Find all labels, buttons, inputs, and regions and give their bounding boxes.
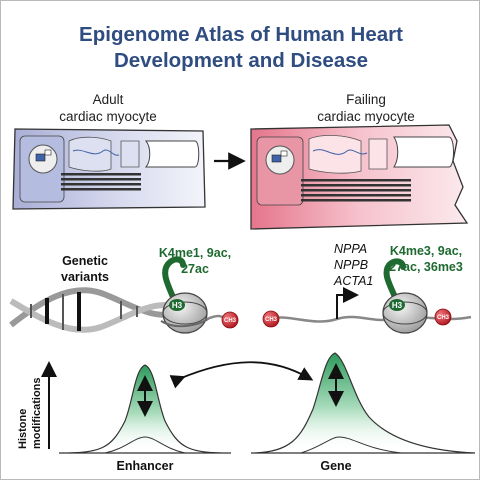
genetic-variants-label-2: variants <box>61 270 109 284</box>
gene-nppa: NPPA <box>334 242 367 256</box>
y-axis-label-2: modifications <box>31 377 43 449</box>
enhancer-peak <box>58 364 232 454</box>
gene-peak <box>250 352 476 454</box>
gene-marks-line-2: 27ac, 36me3 <box>389 260 463 274</box>
dna-helix-illustration <box>9 287 182 333</box>
histone-tail-icon <box>162 256 186 300</box>
enhancer-label: Enhancer <box>117 459 174 473</box>
adult-myocyte-illustration <box>12 128 206 210</box>
gene-methyl-right-icon <box>434 308 452 326</box>
failing-myocyte-illustration <box>250 124 469 230</box>
y-axis-label-1: Histone <box>17 409 29 449</box>
title-line-1: Epigenome Atlas of Human Heart <box>79 23 403 46</box>
failing-cell-caption-2: cardiac myocyte <box>317 109 415 124</box>
enhancer-marks-line-1: K4me1, 9ac, <box>159 246 231 260</box>
enhancer-h3-label: H3 <box>172 301 183 310</box>
gene-label: Gene <box>320 459 351 473</box>
gene-h3-label: H3 <box>392 301 403 310</box>
gene-marks-line-1: K4me3, 9ac, <box>390 244 462 258</box>
interaction-arrow <box>169 361 314 389</box>
gene-chromatin-illustration: CH3 H3 CH3 <box>262 258 472 334</box>
adult-cell-caption-2: cardiac myocyte <box>59 109 157 124</box>
gene-methyl-left-label: CH3 <box>265 317 278 323</box>
enhancer-nucleosome: H3 CH3 <box>160 256 239 334</box>
enhancer-methyl-label: CH3 <box>224 318 237 324</box>
gene-methyl-left-icon <box>262 310 280 328</box>
methyl-group-icon <box>221 311 239 329</box>
gene-histone-octamer-icon <box>382 292 428 334</box>
gene-nppb: NPPB <box>334 258 368 272</box>
failing-cell-caption-1: Failing <box>346 92 386 107</box>
gene-methyl-right-label: CH3 <box>437 315 450 321</box>
gene-acta1: ACTA1 <box>333 274 373 288</box>
gene-histone-tail-icon <box>383 258 406 300</box>
enhancer-marks-line-2: 27ac <box>181 262 209 276</box>
transcription-start-arrow <box>336 287 359 319</box>
title-line-2: Development and Disease <box>114 49 368 72</box>
adult-cell-caption-1: Adult <box>93 92 124 107</box>
genetic-variants-label-1: Genetic <box>62 254 108 268</box>
